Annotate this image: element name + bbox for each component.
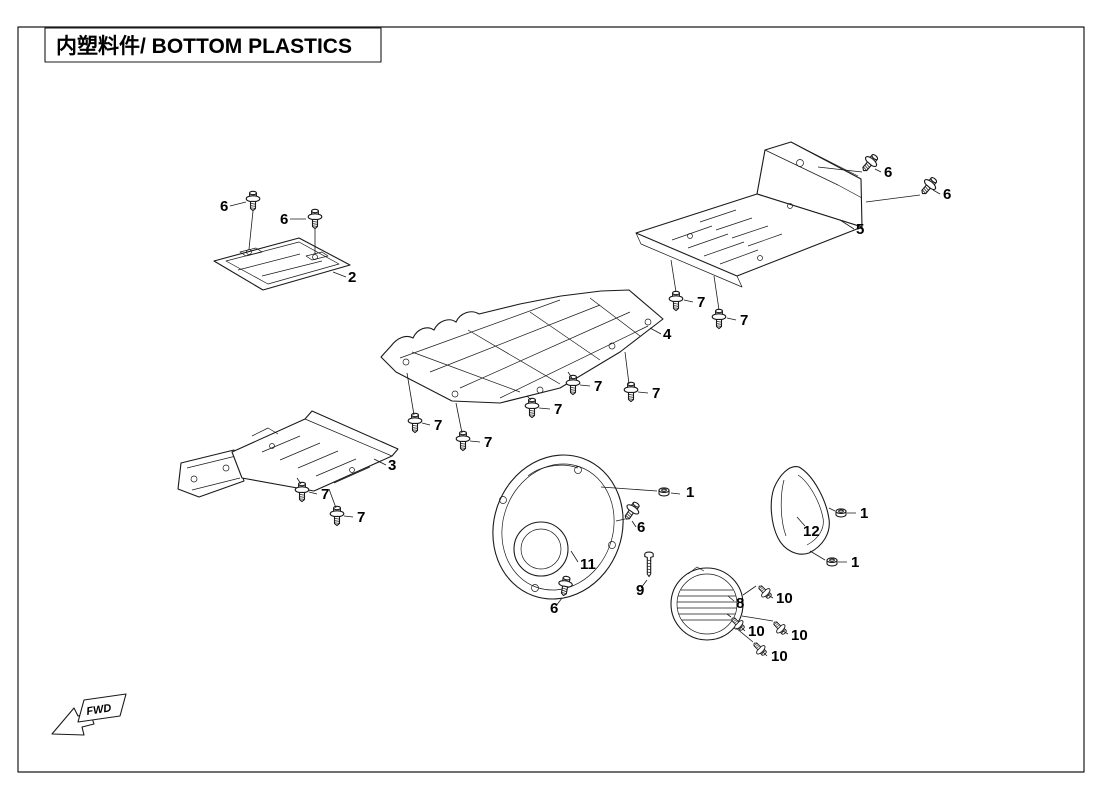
part-11-cover-drawing	[492, 454, 624, 600]
bolt-illustration	[524, 397, 540, 419]
part-4-skid-plate-drawing	[380, 289, 664, 404]
leader-lines-part-8	[726, 585, 789, 657]
callout-label: 6	[637, 519, 645, 536]
title-box: 内塑料件/ BOTTOM PLASTICS	[44, 27, 382, 63]
bolt-illustration	[769, 617, 790, 638]
fwd-ribbon	[77, 693, 127, 723]
page-title: 内塑料件/ BOTTOM PLASTICS	[56, 34, 352, 58]
part-3-footrest-drawing	[177, 410, 399, 498]
callout-label: 7	[434, 417, 442, 434]
bolt-illustration	[857, 150, 882, 176]
callout-label: 10	[791, 627, 808, 644]
callout-label: 1	[851, 554, 859, 571]
callout-label: 10	[748, 623, 765, 640]
fwd-label: FWD	[86, 702, 113, 718]
callout-label: 1	[860, 505, 868, 522]
fwd-arrow: FWD	[51, 693, 127, 736]
callout-label: 3	[388, 457, 396, 474]
bolt-illustration	[668, 290, 684, 312]
part-5-footrest-drawing	[635, 141, 863, 288]
callout-label: 7	[697, 294, 705, 311]
callout-label: 12	[803, 523, 820, 540]
leader-lines-part-4	[406, 327, 662, 443]
callout-label: 7	[484, 434, 492, 451]
callout-label: 7	[594, 378, 602, 395]
bolt-illustration	[245, 190, 261, 212]
callout-label: 7	[740, 312, 748, 329]
callout-label: 6	[280, 211, 288, 228]
leader-lines-part-11	[555, 486, 681, 607]
bolt-illustration	[916, 173, 941, 199]
screw-illustration	[644, 551, 654, 578]
part-12-guard-drawing	[770, 466, 830, 555]
callout-label: 5	[856, 221, 864, 238]
callout-label: 10	[771, 648, 788, 665]
part-2-plate-drawing	[213, 237, 351, 291]
bolt-illustration	[754, 581, 775, 602]
callout-label: 4	[663, 326, 672, 343]
callout-label: 9	[636, 582, 644, 599]
title-box-frame	[44, 27, 382, 63]
page-border	[17, 26, 1085, 773]
callout-label: 10	[776, 590, 793, 607]
bolt-illustration	[329, 505, 345, 527]
washer-illustration	[658, 487, 670, 497]
callout-label: 7	[652, 385, 660, 402]
leader-lines-part-3	[296, 458, 387, 518]
callout-label: 2	[348, 269, 356, 286]
bolt-illustration	[455, 430, 471, 452]
leader-lines-part-12	[796, 507, 856, 563]
bolt-illustration	[407, 412, 423, 434]
callout-label: 1	[686, 484, 694, 501]
part-8-cap-drawing	[670, 566, 744, 641]
callout-label: 6	[884, 164, 892, 181]
leader-lines-part-2	[229, 201, 347, 278]
washer-illustration	[826, 557, 838, 567]
bolt-illustration	[307, 208, 323, 230]
callout-label: 8	[736, 595, 744, 612]
callout-label: 6	[220, 198, 228, 215]
leader-lines-part-5	[670, 166, 941, 321]
callout-label: 6	[550, 600, 558, 617]
callout-label: 7	[321, 486, 329, 503]
bolt-illustration	[623, 381, 639, 403]
callout-label: 7	[357, 509, 365, 526]
callout-label: 6	[943, 186, 951, 203]
washer-illustration	[835, 508, 847, 518]
callout-labels: 6 6 2 6 6 5 7 7 4 7 7 7 7 7 3 7 7 1 6 11…	[220, 164, 951, 665]
callout-label: 7	[554, 401, 562, 418]
bolt-illustration	[711, 308, 727, 330]
callout-label: 11	[580, 556, 596, 573]
